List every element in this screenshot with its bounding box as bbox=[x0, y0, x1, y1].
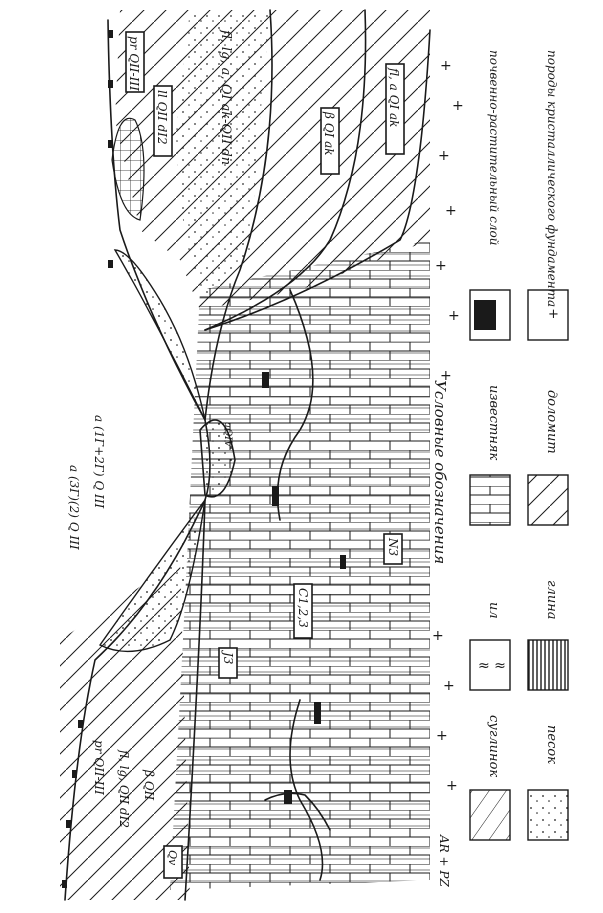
label-J3: J3 bbox=[221, 649, 235, 665]
svg-text:+: + bbox=[440, 58, 452, 74]
legend: Условные обозначения ≈ ≈ суглинок песок … bbox=[431, 50, 569, 841]
formation-labels: pr QII-III ll QII dI2 fl, lg, a, QI ak-Q… bbox=[67, 29, 451, 887]
legend-label-dolomite: доломит bbox=[544, 390, 559, 454]
legend-label-soil: почвенно-растительный слой bbox=[487, 50, 501, 245]
svg-text:+: + bbox=[443, 678, 455, 694]
label-left-pr: pr QII-III bbox=[92, 740, 106, 795]
label-basement: AR + PZ bbox=[437, 834, 451, 887]
label-alluvial-2: a (1Г+2Г) Q III bbox=[92, 415, 106, 508]
legend-swatch-silt bbox=[469, 639, 511, 691]
lower-bedrock-top bbox=[184, 499, 206, 901]
label-top-pr: pr QII-III bbox=[127, 36, 141, 91]
svg-text:+: + bbox=[452, 98, 464, 114]
legend-swatch-dolomite bbox=[527, 474, 569, 526]
bedrock-top bbox=[204, 29, 431, 331]
legend-title: Условные обозначения bbox=[431, 380, 449, 564]
svg-text:+: + bbox=[448, 308, 460, 324]
clay-lens-2 bbox=[272, 486, 279, 506]
label-top-glacial: ll QII dI2 bbox=[155, 90, 169, 145]
basement-crosses: + + + + + + + + + + + bbox=[432, 58, 464, 794]
soil-markers bbox=[62, 30, 113, 888]
svg-text:+: + bbox=[445, 203, 457, 219]
svg-text:+: + bbox=[436, 728, 448, 744]
bedrock-lines bbox=[170, 240, 430, 890]
legend-label-limestone: известняк bbox=[486, 385, 501, 461]
alluvial-sand-wedge bbox=[98, 499, 206, 653]
upper-sand-wedge bbox=[113, 249, 206, 421]
legend-swatch-clay bbox=[527, 639, 569, 691]
legend-label-loam: суглинок bbox=[486, 715, 501, 777]
legend-swatch-limestone bbox=[469, 474, 511, 526]
label-right-fl: fl, a QI ak bbox=[387, 67, 401, 127]
boundary-surface bbox=[64, 19, 211, 901]
clay-lens-3 bbox=[340, 555, 346, 569]
label-C: C1,2,3 bbox=[296, 588, 310, 628]
label-left-bQ: β QII bbox=[142, 769, 156, 800]
svg-text:+: + bbox=[438, 148, 450, 164]
label-aQh: aQIV bbox=[222, 422, 233, 449]
fault-line-3 bbox=[264, 792, 331, 831]
clay-lens-4 bbox=[314, 702, 321, 724]
clay-lens-5 bbox=[284, 790, 292, 804]
svg-text:+: + bbox=[435, 258, 447, 274]
glacial-boundary bbox=[204, 9, 367, 331]
quaternary-base bbox=[204, 9, 273, 421]
fault-line-2 bbox=[289, 699, 324, 881]
legend-swatch-loam bbox=[469, 789, 511, 841]
loam-lens bbox=[111, 117, 145, 221]
legend-label-sand: песок bbox=[544, 725, 559, 764]
legend-swatch-crystalline bbox=[527, 289, 569, 341]
label-left-mid: Qv bbox=[166, 850, 179, 866]
legend-label-silt: ил bbox=[486, 602, 501, 619]
legend-silt-glyphs: ≈ ≈ bbox=[478, 658, 506, 674]
label-left-fl: fl, lg, QII dI2 bbox=[117, 749, 131, 828]
legend-swatch-sand bbox=[527, 789, 569, 841]
label-upper-mixed: fl, lg, a, QI ak-QII dn bbox=[218, 29, 233, 165]
label-N3: N3 bbox=[386, 537, 400, 557]
legend-label-clay: глина bbox=[544, 580, 559, 620]
upper-dotted-zone bbox=[175, 10, 270, 300]
clay-lens-1 bbox=[262, 372, 269, 388]
legend-label-crystalline: породы кристаллического фундамента bbox=[545, 50, 559, 307]
svg-text:+: + bbox=[440, 368, 452, 384]
label-alluvial-1: a (3Г)(2) Q III bbox=[67, 465, 81, 550]
legend-soil-fill bbox=[474, 300, 496, 330]
svg-text:+: + bbox=[446, 778, 458, 794]
label-mid-bQI: β QI ak bbox=[322, 111, 336, 156]
svg-text:+: + bbox=[432, 628, 444, 644]
